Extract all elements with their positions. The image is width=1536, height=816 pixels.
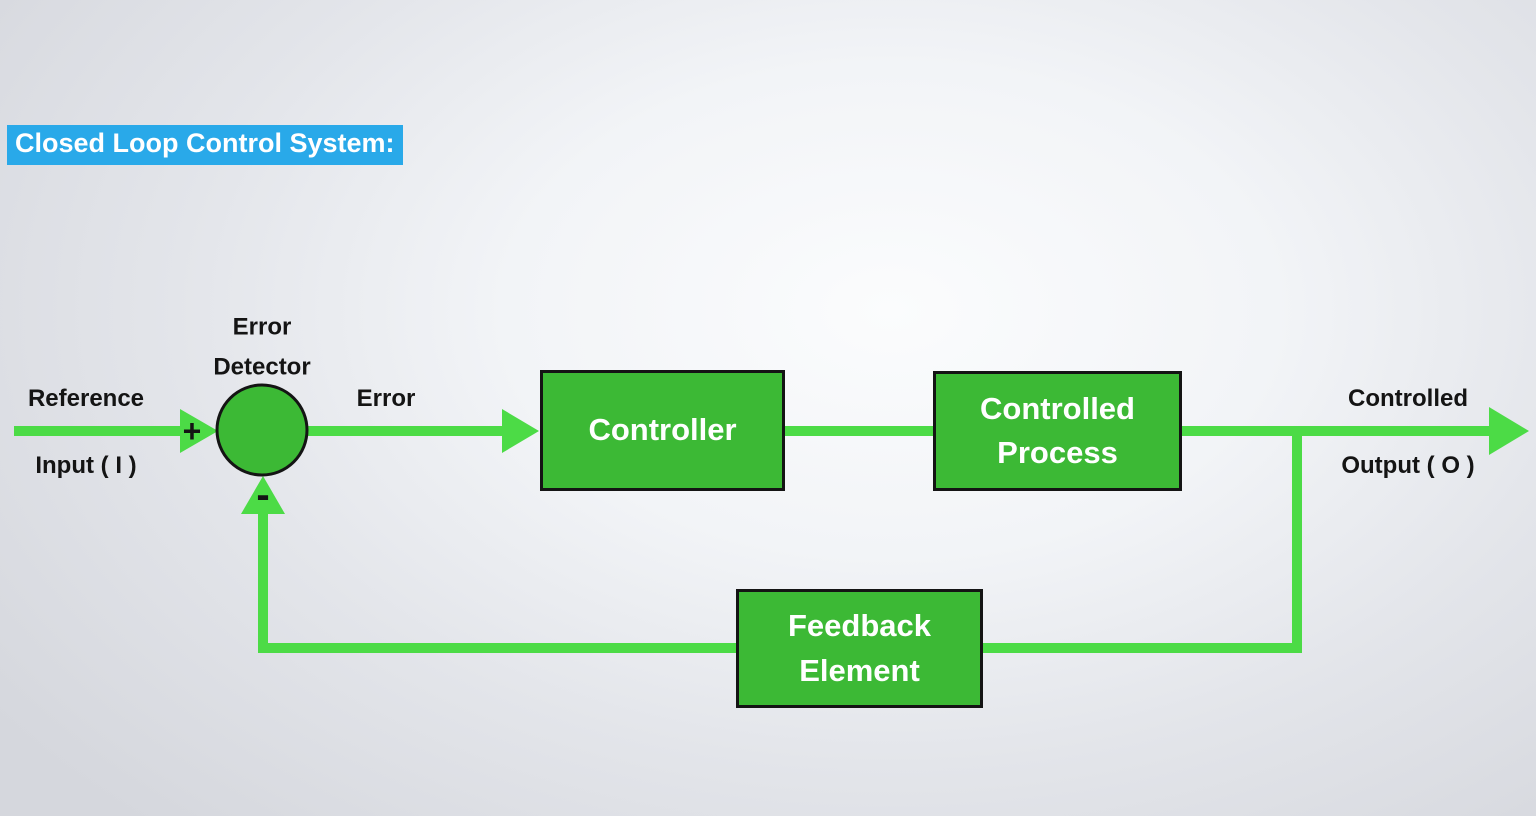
reference-input-arrowhead: [180, 409, 218, 453]
error-detector-junction: [215, 383, 309, 477]
reference-label: Reference: [27, 385, 145, 412]
error-detector-label: Error Detector: [213, 307, 310, 386]
output-arrowhead: [1489, 407, 1529, 455]
reference-input-label: Input ( I ): [35, 452, 137, 479]
error-signal-arrowhead: [502, 409, 539, 453]
feedback-element-box-line1: Feedback: [787, 608, 931, 644]
controlled-process-box-line1: Controlled: [980, 390, 1135, 426]
page-title: Closed Loop Control System:: [7, 125, 403, 165]
feedback-arrowhead: [241, 476, 285, 514]
controlled-output-label-line1: Controlled: [1348, 385, 1468, 412]
error-detector-label-line1: Error: [232, 313, 292, 341]
minus-sign: -: [256, 473, 270, 517]
plus-sign: +: [182, 413, 202, 449]
feedback-element-box-line2: Element: [799, 652, 920, 688]
controller-box-label: Controller: [588, 412, 737, 448]
controlled-output-label-line2: Output ( O ): [1341, 452, 1475, 479]
controlled-process-box-line2: Process: [997, 435, 1118, 470]
feedback-element-box: Feedback Element: [736, 589, 983, 708]
error-detector-label-line2: Detector: [213, 353, 311, 380]
controlled-process-box: Controlled Process: [933, 371, 1182, 491]
controller-box: Controller: [540, 370, 785, 491]
error-signal-label: Error: [356, 385, 416, 412]
